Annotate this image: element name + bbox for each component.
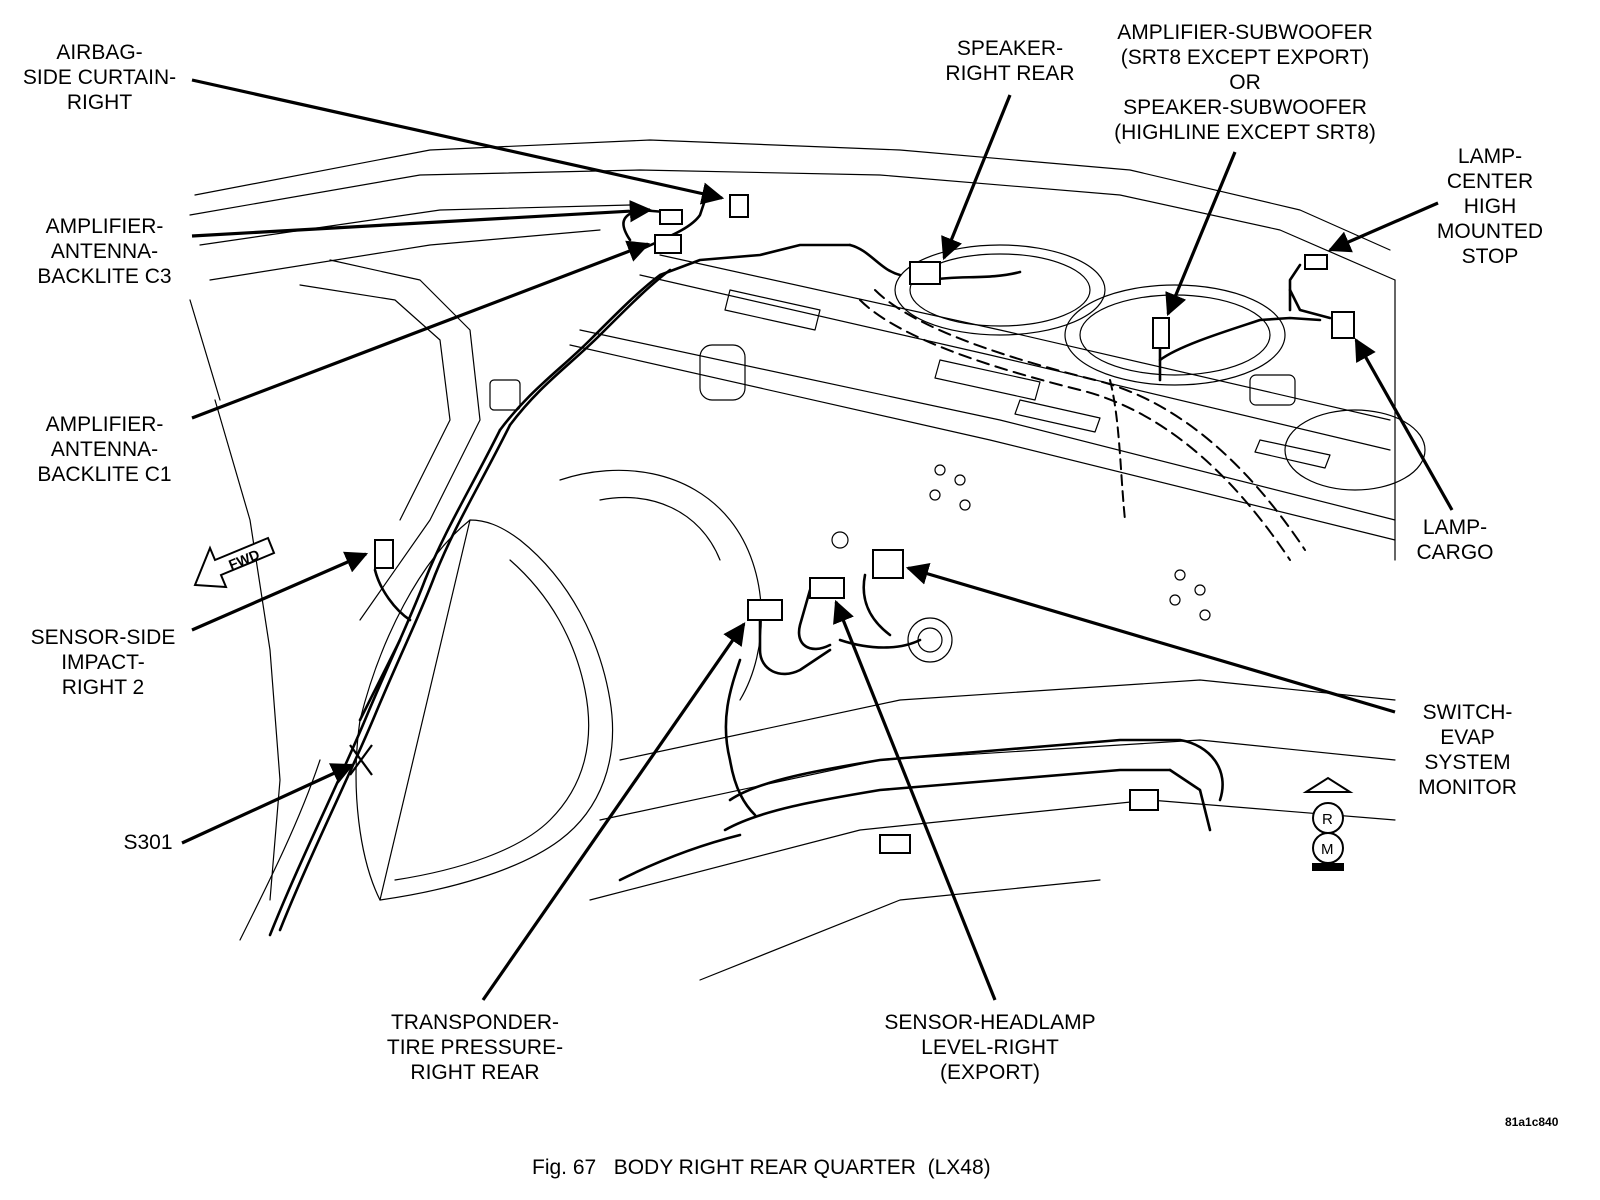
body-structure <box>189 139 1426 981</box>
figure-caption: Fig. 67 BODY RIGHT REAR QUARTER (LX48) <box>532 1156 991 1179</box>
leader-subwoofer <box>1165 151 1237 317</box>
leader-transponder <box>481 622 746 1001</box>
leader-evap <box>905 562 1396 714</box>
leader-amp-c1 <box>191 240 651 420</box>
figure-code: 81a1c840 <box>1505 1115 1559 1129</box>
label-speaker-right-rear: SPEAKER- RIGHT REAR <box>945 37 1075 85</box>
label-switch-evap: SWITCH- EVAP SYSTEM MONITOR <box>1418 701 1517 799</box>
leader-airbag <box>191 78 725 205</box>
fwd-arrow: FWD <box>193 536 276 589</box>
leader-speaker <box>941 94 1012 261</box>
marker-m: M <box>1321 841 1334 858</box>
leader-lines <box>181 78 1454 1001</box>
evap-connector <box>872 549 904 579</box>
fwd-text: FWD <box>226 546 262 573</box>
airbag-connector <box>729 194 749 218</box>
label-amplifier-subwoofer: AMPLIFIER-SUBWOOFER (SRT8 EXCEPT EXPORT)… <box>1114 21 1376 144</box>
headlamp-sensor-connector <box>809 577 845 599</box>
leader-cargo <box>1354 338 1454 511</box>
speaker-connector <box>909 261 941 285</box>
subwoofer-connector <box>1152 317 1170 349</box>
marker-r: R <box>1322 811 1333 828</box>
amp-c3-connector <box>659 209 683 225</box>
connectors <box>374 194 1355 854</box>
rm-marker: R M <box>1302 776 1354 871</box>
leader-headlamp <box>833 599 997 1001</box>
label-s301: S301 <box>123 831 173 854</box>
label-amplifier-antenna-c3: AMPLIFIER- ANTENNA- BACKLITE C3 <box>37 215 172 288</box>
label-amplifier-antenna-c1: AMPLIFIER- ANTENNA- BACKLITE C1 <box>37 413 172 486</box>
label-sensor-headlamp-level: SENSOR-HEADLAMP LEVEL-RIGHT (EXPORT) <box>884 1011 1096 1084</box>
tpm-connector <box>747 599 783 621</box>
leader-chms <box>1327 201 1439 253</box>
cargo-lamp-connector <box>1331 311 1355 339</box>
wiring-harness <box>268 198 1332 937</box>
label-lamp-cargo: LAMP- CARGO <box>1416 516 1494 564</box>
leader-amp-c3 <box>191 199 653 238</box>
side-impact-connector <box>374 539 394 569</box>
leader-sensor-side <box>191 551 369 632</box>
amp-c1-connector <box>654 234 682 254</box>
leader-s301 <box>181 763 355 845</box>
label-lamp-chms: LAMP- CENTER HIGH MOUNTED STOP <box>1436 145 1544 268</box>
chms-connector <box>1304 254 1328 270</box>
label-airbag-side-curtain: AIRBAG- SIDE CURTAIN- RIGHT <box>22 41 177 114</box>
label-sensor-side-impact: SENSOR-SIDE IMPACT- RIGHT 2 <box>30 626 176 699</box>
label-transponder-tire-pressure: TRANSPONDER- TIRE PRESSURE- RIGHT REAR <box>386 1011 564 1084</box>
